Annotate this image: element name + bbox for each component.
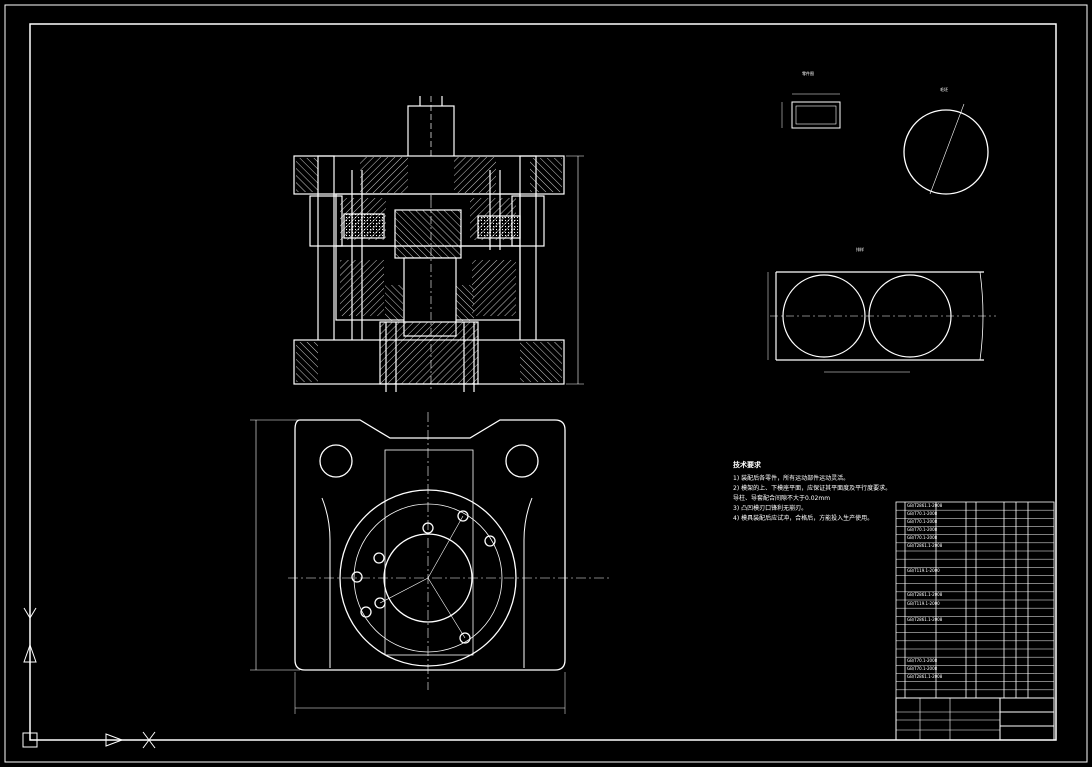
tech-req-item: 4) 模具装配后应试冲，合格后，方能投入生产使用。 bbox=[733, 515, 874, 522]
die-plan-view bbox=[250, 412, 610, 714]
bom-row-standard: GB/T2861.1-2008 bbox=[907, 674, 943, 679]
ucs-axis-icon bbox=[22, 607, 156, 749]
bom-row-standard: GB/T70.1-2008 bbox=[907, 535, 938, 541]
blank-view-label: 毛坯 bbox=[940, 87, 948, 92]
bom-row-standard: GB/T119.1-2000 bbox=[907, 600, 940, 606]
tech-req-item: 2) 模架的上、下模座平面，应保证其平面度及平行度要求。 bbox=[733, 485, 892, 492]
die-section-view bbox=[293, 96, 584, 392]
strip-layout-view bbox=[767, 271, 996, 373]
technical-requirements-title: 技术要求 bbox=[733, 461, 761, 469]
bom-table bbox=[895, 501, 1055, 699]
title-block bbox=[895, 697, 1055, 741]
tech-req-item: 导柱、导套配合间隙不大于0.02mm bbox=[733, 495, 831, 502]
inner-border bbox=[29, 23, 1057, 741]
part-view-label: 零件图 bbox=[802, 71, 814, 76]
layout-view-label: 排样 bbox=[856, 247, 864, 252]
bom-row-standard: GB/T2861.1-2008 bbox=[907, 543, 943, 549]
bom-row-standard: GB/T119.1-2000 bbox=[907, 567, 940, 573]
bom-row-standard: GB/T70.1-2008 bbox=[907, 510, 938, 516]
tech-req-item: 1) 装配后各零件，所有运动部件运动灵活。 bbox=[733, 475, 850, 482]
bom-row-standard: GB/T70.1-2008 bbox=[907, 518, 938, 524]
part-view bbox=[781, 93, 841, 129]
blank-view bbox=[903, 103, 989, 195]
bom-row-standard: GB/T2861.1-2008 bbox=[907, 592, 943, 598]
tech-req-item: 3) 凸凹模刃口锋利无崩刃。 bbox=[733, 505, 808, 512]
bom-row-standard: GB/T70.1-2008 bbox=[907, 657, 938, 663]
outer-border bbox=[4, 4, 1088, 763]
bom-row-standard: GB/T2861.1-2008 bbox=[907, 616, 943, 622]
bom-row-standard: GB/T70.1-2008 bbox=[907, 527, 938, 532]
bom-row-standard: GB/T2861.1-2008 bbox=[907, 502, 943, 508]
bom-row-standard: GB/T70.1-2008 bbox=[907, 665, 938, 671]
